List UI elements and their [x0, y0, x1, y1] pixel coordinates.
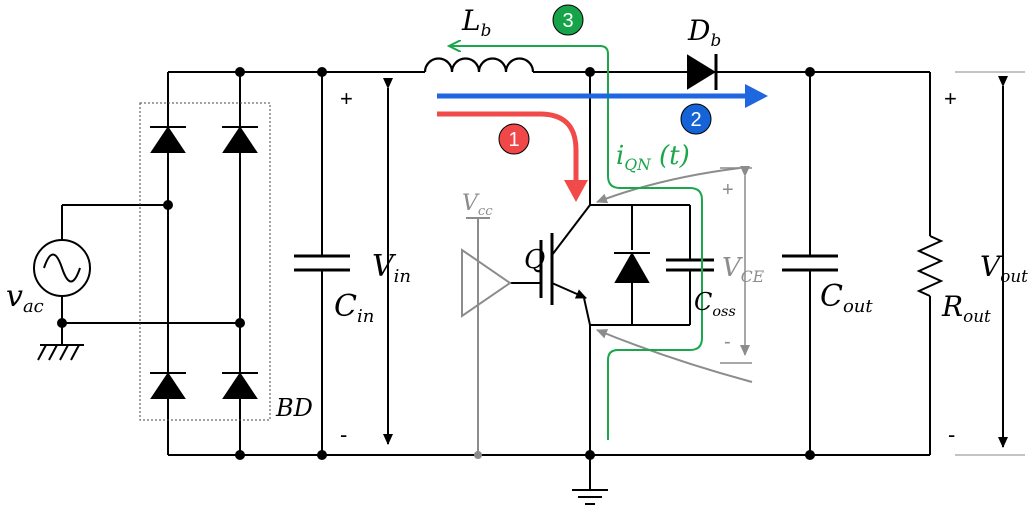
svg-text:3: 3 [562, 10, 573, 32]
diode-db [687, 54, 718, 90]
ac-source-icon [33, 239, 91, 297]
input-capacitor [294, 254, 350, 272]
label-vin: Vin [372, 249, 411, 287]
label-db: Db [687, 14, 721, 50]
current-path-2-head [745, 84, 768, 108]
gate-driver-icon [461, 217, 512, 455]
label-vout: Vout [980, 250, 1028, 286]
label-iqn: iQN (t) [616, 141, 690, 174]
igbt-q [510, 204, 591, 326]
label-q: Q [524, 245, 545, 275]
antiparallel-diode [590, 204, 690, 326]
path-badge-1: 1 [498, 123, 530, 155]
vout-minus-sign: - [948, 422, 955, 447]
coss-capacitor [666, 205, 714, 325]
current-path-1 [437, 111, 579, 182]
ground-icon-output [572, 489, 608, 505]
label-vac: vac [6, 279, 44, 317]
vce-plus-sign: + [722, 179, 734, 201]
junction-dots [57, 67, 815, 460]
label-vce: VCE [722, 253, 765, 286]
bridge-diodes [150, 126, 258, 399]
label-vcc: Vcc [462, 191, 493, 219]
svg-text:2: 2 [690, 109, 701, 131]
current-path-3 [450, 46, 703, 440]
label-cin: Cin [334, 289, 374, 327]
vout-arrow [955, 71, 1025, 456]
main-wiring [61, 71, 931, 490]
path-badge-3: 3 [552, 4, 584, 36]
vin-plus-sign: + [340, 86, 353, 111]
label-cout: Cout [820, 279, 873, 317]
vce-indicator [596, 166, 753, 383]
vin-minus-sign: - [340, 422, 347, 447]
bridge-box [139, 102, 271, 421]
svg-text:1: 1 [508, 129, 519, 151]
label-lb: Lb [461, 4, 491, 40]
ground-icon-source [37, 344, 84, 361]
vout-plus-sign: + [944, 86, 957, 111]
load-resistor [916, 235, 944, 297]
inductor-lb [423, 57, 535, 73]
output-capacitor [782, 254, 838, 272]
label-rout: Rout [941, 290, 991, 326]
label-bd: BD [275, 394, 313, 422]
path-badge-2: 2 [680, 103, 712, 135]
vce-minus-sign: - [724, 331, 731, 353]
current-path-1-head [564, 180, 588, 202]
label-coss: Coss [694, 288, 736, 320]
